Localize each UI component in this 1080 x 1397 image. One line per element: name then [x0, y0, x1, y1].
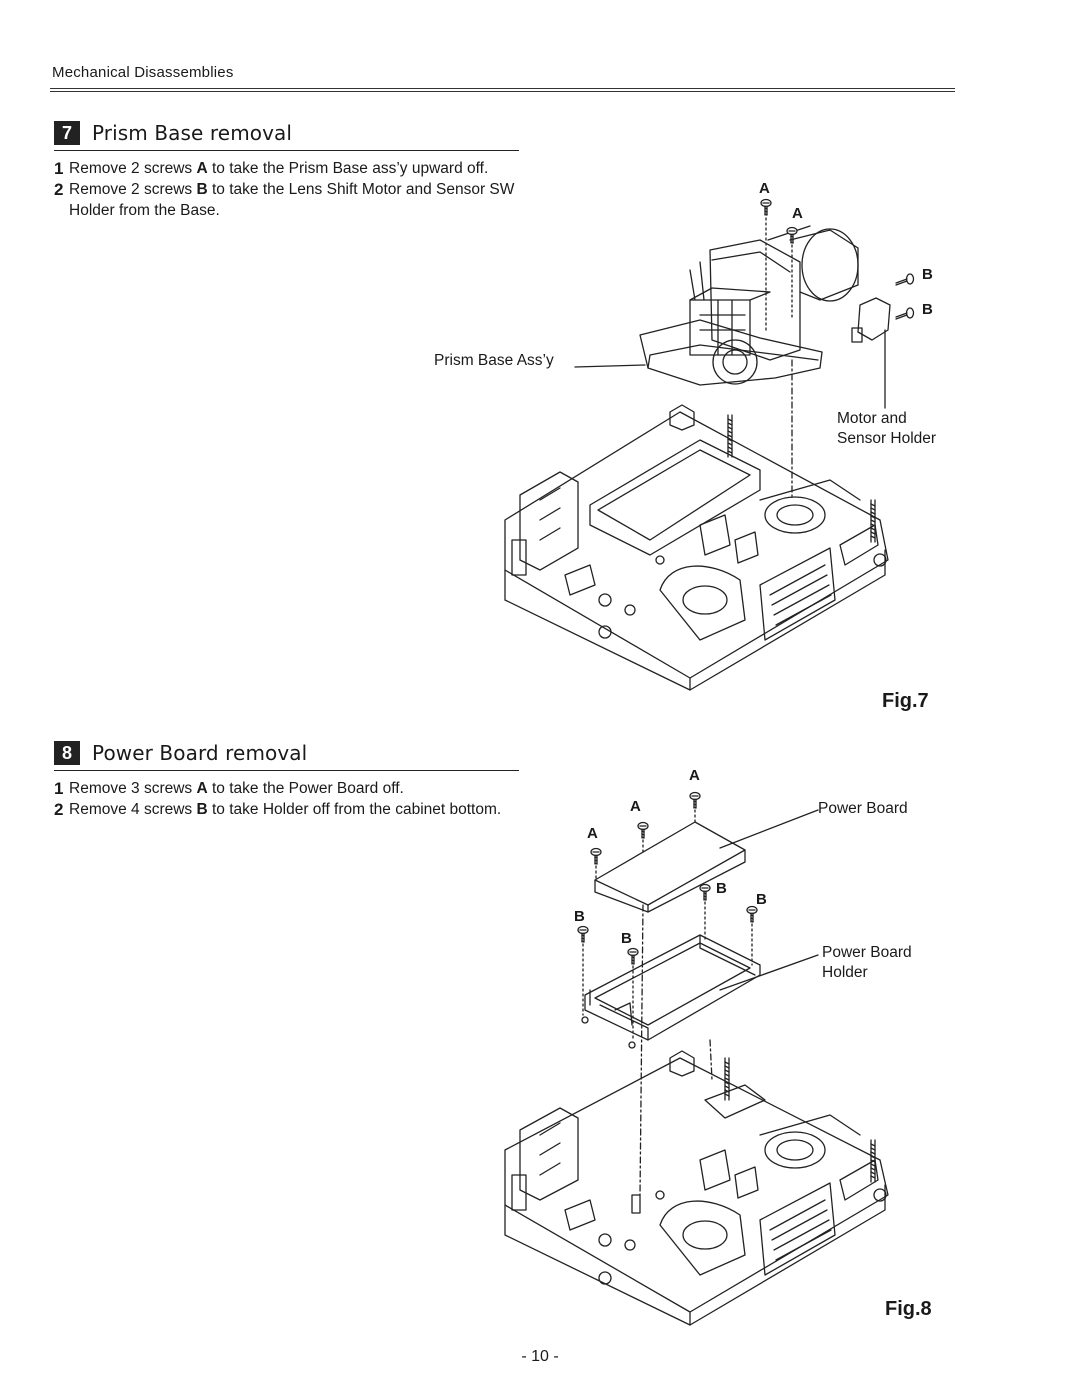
screw-label-a: A — [630, 798, 641, 815]
screw-label-a: A — [587, 825, 598, 842]
screw-label-b: B — [621, 930, 632, 947]
screw-label-b: B — [756, 891, 767, 908]
cabinet-bottom-drawing-fig8 — [504, 1050, 889, 1326]
holder-callout-line1: Power Board — [822, 944, 912, 961]
section-heading: 7 Prism Base removal — [54, 120, 519, 151]
motor-holder-callout-line1: Motor and — [837, 410, 907, 427]
prism-base-assembly-drawing — [639, 217, 891, 409]
step-item: 1 Remove 2 screws A to take the Prism Ba… — [54, 159, 489, 178]
step-item: 2 Remove 2 screws B to take the Lens Shi… — [54, 180, 515, 219]
figure-caption: Fig.7 — [882, 690, 929, 712]
section-title: Power Board removal — [92, 741, 308, 765]
section-power-board-removal: 8 Power Board removal 1 Remove 3 screws … — [54, 740, 519, 820]
power-board-callout: Power Board — [818, 800, 908, 817]
section-heading: 8 Power Board removal — [54, 740, 519, 771]
screw-label-b: B — [922, 301, 933, 318]
screw-label-a: A — [792, 205, 803, 222]
motor-holder-callout-line2: Sensor Holder — [837, 430, 937, 447]
step-list: 1 Remove 2 screws A to take the Prism Ba… — [54, 158, 519, 221]
cabinet-bottom-drawing-fig7 — [504, 404, 889, 691]
step-item: 1 Remove 3 screws A to take the Power Bo… — [54, 779, 404, 798]
screw-label-a: A — [759, 180, 770, 197]
section-title: Prism Base removal — [92, 121, 293, 145]
power-board-holder-drawing — [581, 934, 819, 1049]
screw-label-a: A — [689, 767, 700, 784]
running-header: Mechanical Disassemblies — [52, 64, 234, 81]
step-list: 1 Remove 3 screws A to take the Power Bo… — [54, 778, 519, 820]
screw-label-b: B — [574, 908, 585, 925]
screw-label-b: B — [922, 266, 933, 283]
step-item: 2 Remove 4 screws B to take Holder off f… — [54, 800, 502, 819]
section-number-badge: 7 — [54, 121, 80, 145]
holder-callout-line2: Holder — [822, 964, 868, 981]
section-number-badge: 8 — [54, 741, 80, 765]
page-number: - 10 - — [521, 1348, 559, 1365]
header-rule — [50, 88, 955, 92]
prism-base-callout: Prism Base Ass’y — [434, 352, 554, 369]
screw-label-b: B — [716, 880, 727, 897]
figure-caption: Fig.8 — [885, 1298, 932, 1320]
section-prism-base-removal: 7 Prism Base removal 1 Remove 2 screws A… — [54, 120, 519, 221]
